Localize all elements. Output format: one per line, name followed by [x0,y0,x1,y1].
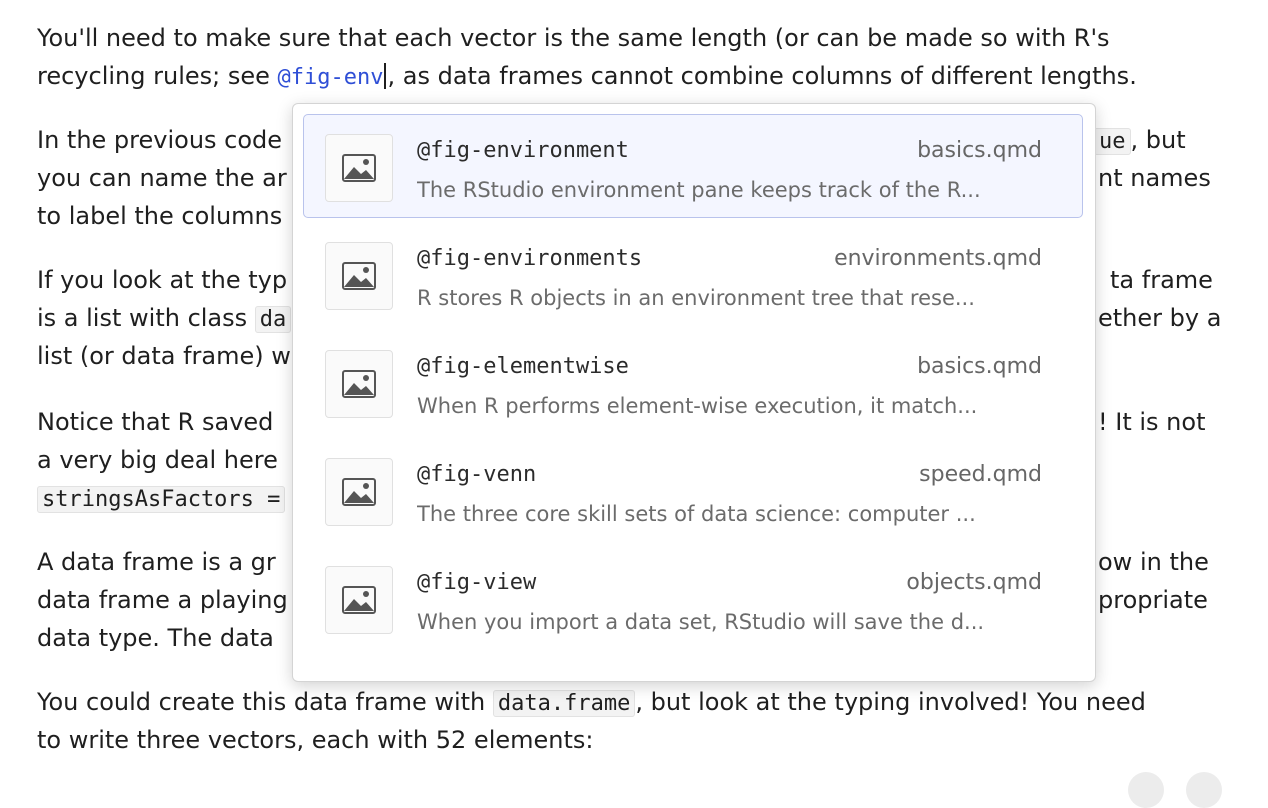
p6-text-before: You could create this data frame with [37,688,493,716]
autocomplete-description: When R performs element-wise execution, … [417,394,978,418]
inline-code: stringsAsFactors = [37,486,286,513]
autocomplete-file: objects.qmd [906,570,1042,595]
autocomplete-item[interactable]: @fig-elementwise basics.qmd When R perfo… [303,330,1083,434]
p1-line-1: You'll need to make sure that each vecto… [37,24,1110,52]
paragraph-3[interactable]: If you look at the typ is a list with cl… [37,261,292,375]
p3-line-3: list (or data frame) w [37,342,291,370]
p3-text: is a list with class [37,304,255,332]
cross-reference-input[interactable]: @fig-env [277,65,384,90]
paragraph-2[interactable]: In the previous code you can name the ar… [37,121,287,235]
autocomplete-label: @fig-environment [417,138,629,163]
p4-line-1: Notice that R saved [37,408,274,436]
autocomplete-item[interactable]: @fig-environments environments.qmd R sto… [303,222,1083,326]
p3-line-2: is a list with class da [37,299,292,337]
image-icon [325,134,393,202]
p2-line-2: you can name the ar [37,164,287,192]
p2-line-1-right: ue, but [1094,121,1186,161]
p5-line-3: data type. The data [37,624,274,652]
image-icon [325,242,393,310]
autocomplete-item[interactable]: @fig-view objects.qmd When you import a … [303,546,1083,650]
inline-code: data.frame [492,690,636,717]
autocomplete-label: @fig-elementwise [417,354,629,379]
p2-line-1-right-text: , but [1130,126,1186,154]
inline-code: da [254,306,292,333]
autocomplete-popup[interactable]: @fig-environment basics.qmd The RStudio … [292,103,1096,682]
p5-line-2: data frame a playing [37,586,288,614]
p3-line-1-right: ta frame [1110,266,1213,294]
p1-line-2: recycling rules; see @fig-env, as data f… [37,57,1137,95]
scroll-button[interactable] [1186,772,1222,808]
autocomplete-file: environments.qmd [834,246,1042,271]
image-icon [325,350,393,418]
p2-line-3: to label the columns [37,202,283,230]
text-cursor [384,63,387,89]
p5-line-1-right: ow in the [1098,548,1209,576]
p6-line-2: to write three vectors, each with 52 ele… [37,726,594,754]
scroll-button[interactable] [1128,772,1164,808]
autocomplete-label: @fig-venn [417,462,537,487]
autocomplete-description: When you import a data set, RStudio will… [417,610,985,634]
paragraph-6[interactable]: You could create this data frame with da… [37,683,1146,759]
p4-line-1-right: ! It is not [1098,408,1206,436]
p5-line-2-right: propriate [1098,586,1208,614]
p3-line-1: If you look at the typ [37,266,288,294]
inline-code: ue [1094,128,1131,155]
autocomplete-description: The three core skill sets of data scienc… [417,502,976,526]
p1-text-after: , as data frames cannot combine columns … [387,62,1137,90]
image-icon [325,458,393,526]
autocomplete-item[interactable]: @fig-venn speed.qmd The three core skill… [303,438,1083,542]
autocomplete-file: basics.qmd [917,138,1042,163]
p4-line-2: a very big deal here [37,446,278,474]
autocomplete-item[interactable]: @fig-environment basics.qmd The RStudio … [303,114,1083,218]
autocomplete-description: R stores R objects in an environment tre… [417,286,975,310]
autocomplete-file: basics.qmd [917,354,1042,379]
paragraph-1[interactable]: You'll need to make sure that each vecto… [37,19,1137,95]
p1-text-before: recycling rules; see [37,62,278,90]
autocomplete-label: @fig-view [417,570,537,595]
p6-text-after: , but look at the typing involved! You n… [635,688,1146,716]
autocomplete-description: The RStudio environment pane keeps track… [417,178,981,202]
image-icon [325,566,393,634]
p2-line-1: In the previous code [37,126,283,154]
p5-line-1: A data frame is a gr [37,548,276,576]
paragraph-4[interactable]: Notice that R saved a very big deal here… [37,403,286,517]
autocomplete-file: speed.qmd [919,462,1042,487]
p3-line-2-right: ether by a [1098,304,1222,332]
p4-line-3: stringsAsFactors = [37,479,286,517]
paragraph-5[interactable]: A data frame is a gr data frame a playin… [37,543,288,657]
p6-line-1: You could create this data frame with da… [37,683,1146,721]
autocomplete-label: @fig-environments [417,246,643,271]
p2-line-2-right: nt names [1098,164,1211,192]
